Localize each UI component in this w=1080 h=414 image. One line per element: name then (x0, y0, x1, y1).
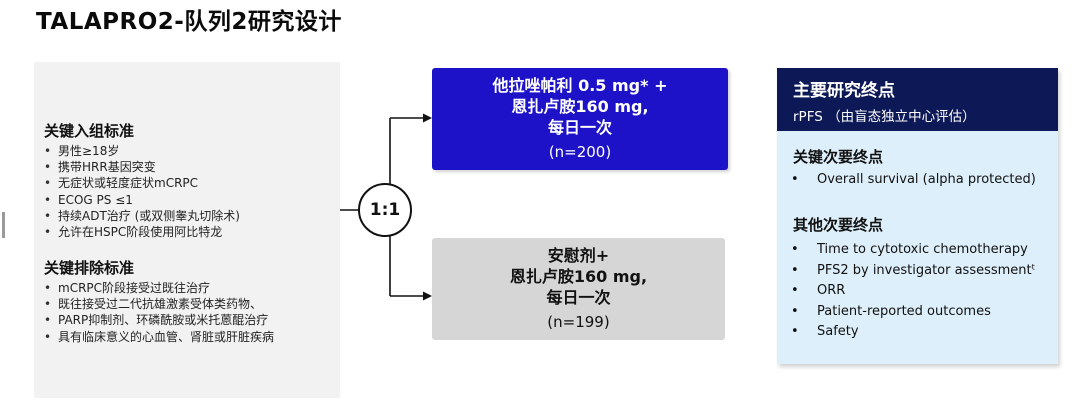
exclusion-list: mCRPC阶段接受过既往治疗 既往接受过二代抗雄激素受体类药物、 PARP抑制剂… (44, 280, 274, 345)
inclusion-item: 男性≥18岁 (44, 143, 240, 159)
key-secondary-list: Overall survival (alpha protected) (791, 170, 1036, 191)
exclusion-item: mCRPC阶段接受过既往治疗 (44, 280, 274, 296)
arm-drug-line: 恩扎卢胺160 mg, (511, 97, 649, 116)
primary-endpoint-value: rPFS （由盲态独立中心评估） (793, 109, 976, 125)
inclusion-heading: 关键入组标准 (44, 122, 135, 140)
inclusion-item: 无症状或轻度症状mCRPC (44, 175, 240, 191)
exclusion-item: PARP抑制剂、环磷酰胺或米托蒽醌治疗 (44, 312, 274, 328)
arm-drug-line: 安慰剂+ (547, 246, 610, 265)
endpoints-panel: 主要研究终点 rPFS （由盲态独立中心评估） 关键次要终点 Overall s… (777, 68, 1058, 364)
other-secondary-item: ORR (791, 281, 1035, 302)
exclusion-item: 既往接受过二代抗雄激素受体类药物、 (44, 296, 274, 312)
exclusion-heading: 关键排除标准 (44, 259, 135, 277)
inclusion-criteria: 关键入组标准 男性≥18岁 携带HRR基因突变 无症状或轻度症状mCRPC EC… (44, 120, 240, 240)
inclusion-item: 持续ADT治疗 (或双侧睾丸切除术) (44, 208, 240, 224)
randomization-ratio: 1:1 (358, 183, 412, 237)
inclusion-list: 男性≥18岁 携带HRR基因突变 无症状或轻度症状mCRPC ECOG PS ≤… (44, 143, 240, 240)
arm-sample-size: (n=200) (548, 143, 612, 161)
other-secondary-item: Patient-reported outcomes (791, 302, 1035, 323)
other-secondary-item: Time to cytotoxic chemotherapy (791, 240, 1035, 261)
arm-dosing-line: 每日一次 (546, 288, 611, 307)
key-secondary-item: Overall survival (alpha protected) (791, 170, 1036, 191)
other-secondary-item: PFS2 by investigator assessmentᵗ (791, 261, 1035, 282)
edge-marker (2, 212, 5, 238)
exclusion-criteria: 关键排除标准 mCRPC阶段接受过既往治疗 既往接受过二代抗雄激素受体类药物、 … (44, 257, 274, 345)
arm-drug-line: 恩扎卢胺160 mg, (509, 267, 648, 286)
other-secondary-list: Time to cytotoxic chemotherapy PFS2 by i… (791, 240, 1035, 343)
primary-endpoint-title: 主要研究终点 (793, 81, 895, 101)
exclusion-item: 具有临床意义的心血管、肾脏或肝脏疾病 (44, 329, 274, 345)
arrow-to-placebo-head (423, 291, 432, 301)
inclusion-item: 携带HRR基因突变 (44, 159, 240, 175)
page-title: TALAPRO2-队列2研究设计 (36, 9, 342, 35)
other-secondary-heading: 其他次要终点 (793, 216, 884, 234)
arm-placebo: 安慰剂+ 恩扎卢胺160 mg, 每日一次 (n=199) (432, 238, 725, 340)
arm-dosing-line: 每日一次 (547, 118, 612, 137)
arm-drug-line: 他拉唑帕利 0.5 mg* + (492, 76, 668, 95)
inclusion-item: 允许在HSPC阶段使用阿比特龙 (44, 224, 240, 240)
other-secondary-item: Safety (791, 322, 1035, 343)
arrow-to-active-head (423, 113, 432, 123)
key-secondary-heading: 关键次要终点 (793, 148, 884, 166)
inclusion-item: ECOG PS ≤1 (44, 192, 240, 208)
arm-sample-size: (n=199) (547, 313, 610, 331)
arm-talazoparib: 他拉唑帕利 0.5 mg* + 恩扎卢胺160 mg, 每日一次 (n=200) (432, 68, 728, 170)
primary-endpoint-box: 主要研究终点 rPFS （由盲态独立中心评估） (777, 68, 1058, 131)
